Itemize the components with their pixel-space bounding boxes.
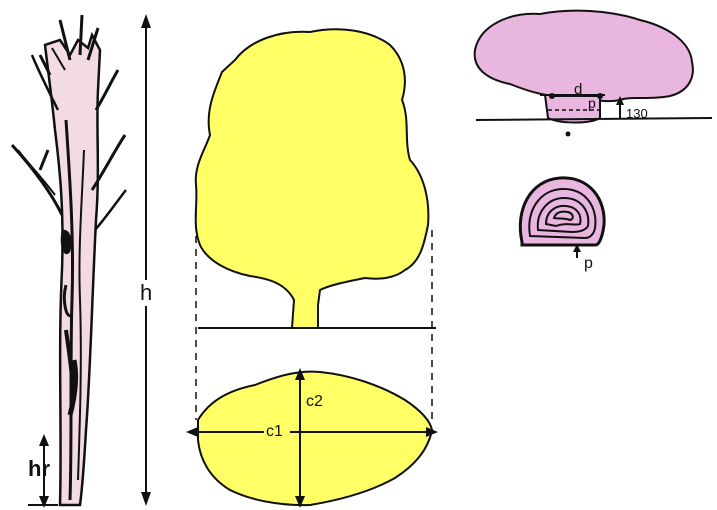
crown-silhouette	[196, 29, 429, 328]
ground-line-right	[476, 118, 712, 120]
total-height-label: h	[140, 280, 152, 305]
total-height-arrow	[141, 14, 151, 506]
section-perimeter-label: p	[584, 255, 593, 272]
crown-projection	[198, 372, 432, 506]
trunk-cross-section	[520, 178, 604, 245]
perimeter-label: p	[588, 95, 596, 111]
ground-marker	[566, 132, 571, 137]
crown-depth-label: c2	[306, 393, 323, 410]
crown-width-label: c1	[266, 423, 283, 440]
diameter-label: d	[574, 81, 582, 98]
breast-height-label: 130	[626, 106, 648, 121]
tree-stem-sketch	[12, 15, 126, 505]
root-height-label: hr	[28, 456, 50, 481]
canopy-sketch	[475, 11, 693, 101]
